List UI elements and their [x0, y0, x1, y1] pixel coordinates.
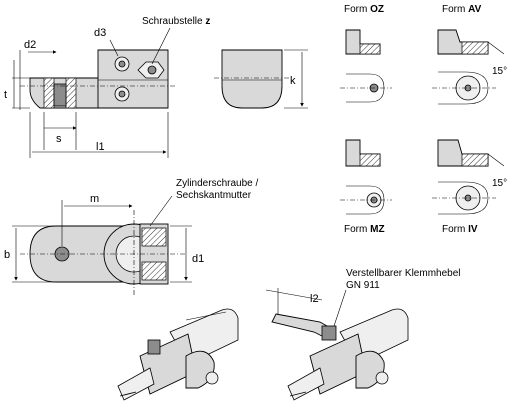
label-screw-point: Schraubstelle z [142, 16, 210, 27]
top-view: m b d1 Zylinderschraube / Sechskantmutte… [4, 178, 258, 296]
label-cyl-screw-1: Zylinderschraube / [176, 178, 258, 189]
angle-av: 15° [492, 66, 507, 77]
iso-clamp-right: l2 Verstellbarer Klemmhebel GN 911 [265, 268, 461, 401]
angle-iv: 15° [492, 178, 507, 189]
label-t: t [4, 89, 7, 101]
form-av-label: Form AV [442, 4, 482, 15]
form-iv-label: Form IV [442, 224, 478, 235]
label-lever-1: Verstellbarer Klemmhebel [346, 268, 461, 279]
label-k: k [290, 75, 296, 87]
label-m: m [90, 193, 99, 205]
label-lever-2: GN 911 [346, 280, 380, 291]
form-mz: Form MZ [340, 139, 392, 235]
form-mz-label: Form MZ [344, 224, 385, 235]
form-iv: 15° Form IV [432, 139, 507, 235]
label-cyl-screw-2: Sechskantmutter [176, 190, 252, 201]
label-l2: l2 [310, 293, 319, 305]
form-oz: Form OZ [340, 4, 392, 103]
label-b: b [4, 249, 10, 261]
iso-clamp-left [117, 308, 239, 401]
form-oz-label: Form OZ [344, 4, 384, 15]
label-l1: l1 [96, 141, 105, 153]
form-av: Form AV 15° [432, 4, 507, 105]
side-view: d2 d3 t s l1 Schraubstelle z [4, 16, 210, 158]
end-view: k [214, 49, 308, 109]
label-s: s [56, 133, 62, 145]
label-d2: d2 [24, 39, 36, 51]
label-d3: d3 [94, 27, 106, 39]
label-d1: d1 [192, 253, 204, 265]
